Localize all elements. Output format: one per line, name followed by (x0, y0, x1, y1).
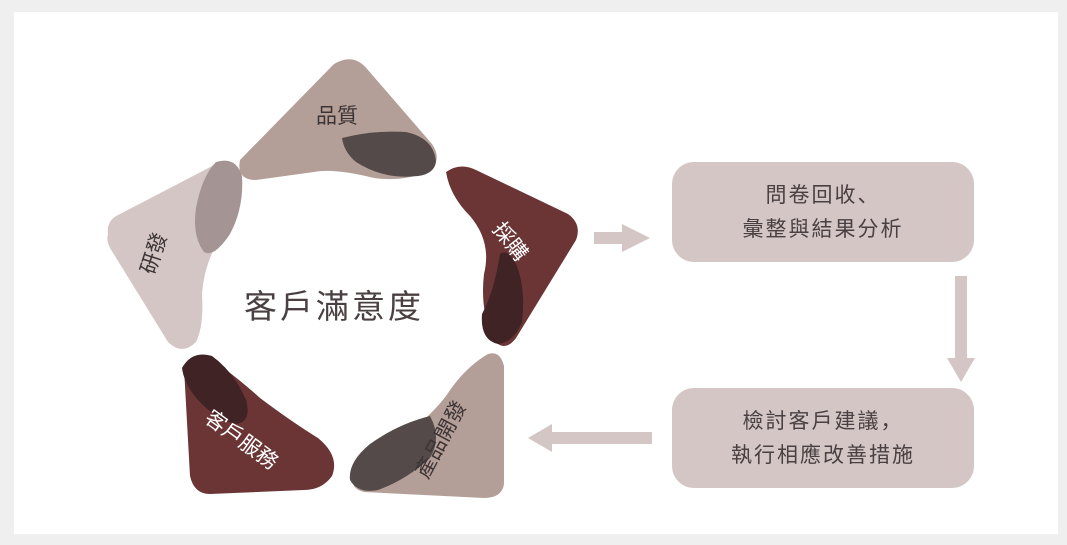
petal-rnd-fold (195, 160, 243, 254)
petal-procurement (446, 166, 578, 346)
arrow-left (528, 424, 652, 452)
center-title: 客戶滿意度 (244, 287, 424, 326)
petal-customer-service-fold (182, 354, 248, 424)
arrow-down (947, 276, 975, 382)
petal-procurement-fold (481, 252, 524, 344)
petal-label-quality: 品質 (316, 104, 358, 128)
process-step-improvement-line1: 檢討客戶建議， (742, 409, 904, 433)
arrow-right (594, 224, 650, 252)
petal-procurement-body (446, 166, 578, 346)
process-step-analysis-line2: 彙整與結果分析 (742, 217, 904, 241)
process-step-analysis-line1: 問卷回收、 (765, 183, 881, 207)
petal-rnd (107, 160, 243, 349)
petal-quality-fold (342, 131, 436, 177)
process-step-improvement: 檢討客戶建議， 執行相應改善措施 (672, 388, 974, 488)
cycle-diagram (107, 59, 975, 498)
process-step-analysis: 問卷回收、 彙整與結果分析 (672, 162, 974, 262)
diagram-canvas: 品質 採購 產品開發 客戶服務 研發 客戶滿意度 問卷回收、 彙整與結果分析 檢… (14, 12, 1058, 534)
petal-product-dev (349, 353, 504, 498)
petal-customer-service (182, 354, 335, 494)
petal-product-dev-fold (349, 416, 436, 491)
process-step-improvement-line2: 執行相應改善措施 (731, 443, 915, 467)
flow-arrows (528, 224, 975, 452)
petal-quality (239, 59, 437, 181)
